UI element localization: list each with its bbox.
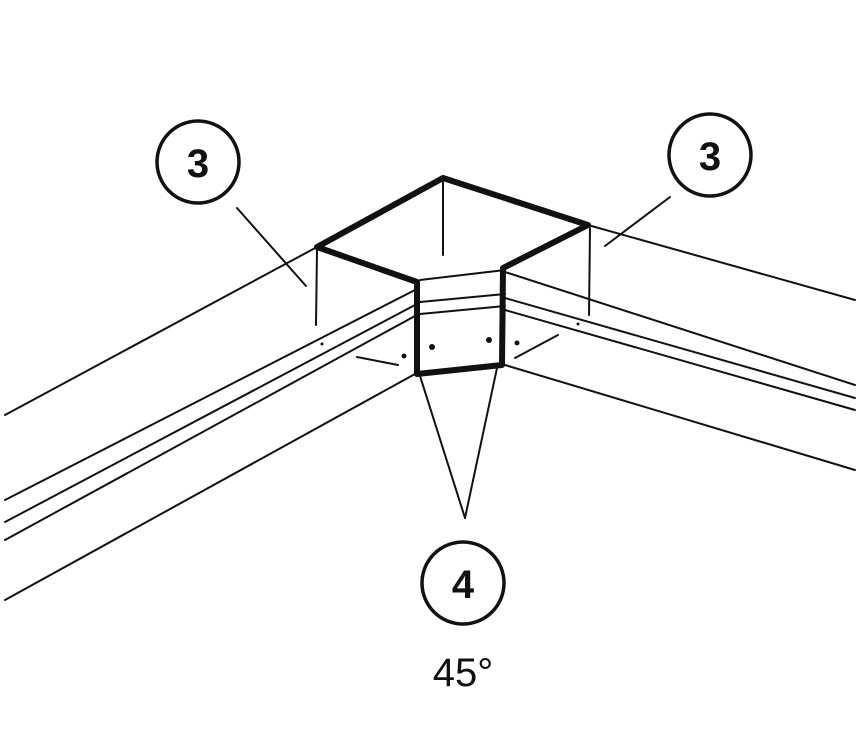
callout-right-beam-label: 3 — [699, 135, 721, 179]
left-beam — [4, 246, 416, 601]
angle-label: 45° — [433, 651, 494, 695]
callout-left-beam-label: 3 — [187, 142, 209, 186]
callout-corner-connector-label: 4 — [452, 563, 475, 607]
leader-lines — [236, 196, 671, 519]
right-beam — [504, 224, 856, 471]
corner-connector — [314, 175, 591, 377]
callout-corner-connector: 4 — [420, 540, 506, 626]
callout-left-beam: 3 — [155, 119, 241, 205]
callout-right-beam: 3 — [667, 112, 753, 198]
